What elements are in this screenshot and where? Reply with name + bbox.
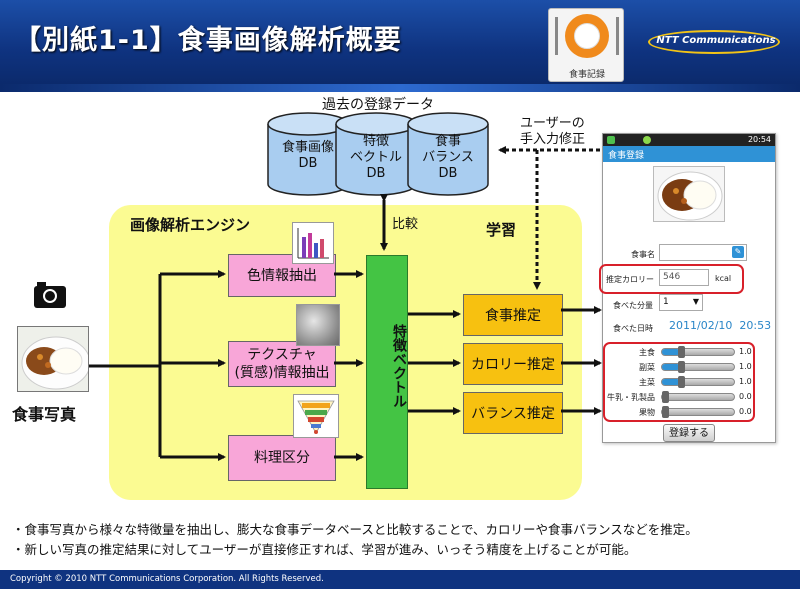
- portion-label: 食べた分量: [613, 301, 653, 310]
- meal-datetime[interactable]: 2011/02/10 20:53: [669, 319, 772, 332]
- slider-handle[interactable]: [662, 406, 669, 418]
- phone-status-bar: 20:54: [603, 134, 775, 146]
- balance-label: 副菜: [639, 363, 655, 372]
- chevron-down-icon: ▼: [692, 297, 699, 306]
- feature-vector-bar: 特徴ベクトル: [366, 255, 408, 489]
- user-manual-correction-label: ユーザーの 手入力修正: [520, 116, 586, 147]
- meal-photo-label: 食事写真: [12, 405, 77, 424]
- meal-image-db: 食事画像 DB: [266, 112, 350, 198]
- estimated-calorie-label: 推定カロリー: [606, 275, 654, 284]
- feature-vector-label: 特徴ベクトル: [391, 324, 407, 408]
- ntt-communications-logo: NTT Communications: [648, 30, 780, 54]
- edit-icon[interactable]: ✎: [732, 246, 744, 258]
- app-icon-label: 食事記録: [568, 70, 605, 80]
- slide-title: 【別紙1-1】食事画像解析概要: [14, 25, 402, 56]
- balance-value: 0.0: [739, 407, 752, 416]
- fork-icon: [555, 17, 558, 55]
- compare-label: 比較: [392, 217, 419, 232]
- calorie-unit: kcal: [715, 274, 732, 283]
- calorie-highlight: [599, 264, 744, 294]
- footer-bar: Copyright © 2010 NTT Communications Corp…: [0, 570, 800, 589]
- register-button[interactable]: 登録する: [663, 424, 715, 442]
- knife-icon: [616, 17, 619, 55]
- slider-fill: [662, 349, 680, 355]
- meal-name-label: 食事名: [631, 250, 655, 259]
- plate-icon: [565, 14, 609, 58]
- slider-handle[interactable]: [678, 346, 685, 358]
- portion-select[interactable]: 1 ▼: [659, 294, 703, 311]
- meal-name-input[interactable]: ✎: [659, 244, 747, 261]
- header-stripe: [0, 84, 800, 92]
- balance-slider[interactable]: [661, 406, 735, 418]
- calorie-input[interactable]: 546: [659, 269, 709, 286]
- food-pyramid-icon: [293, 394, 339, 438]
- phone-screen-title: 食事登録: [608, 151, 645, 161]
- meal-estimation-box: 食事推定: [463, 294, 563, 336]
- balance-label: 果物: [639, 408, 655, 417]
- balance-slider[interactable]: [661, 391, 735, 403]
- balance-slider[interactable]: [661, 346, 735, 358]
- balance-value: 1.0: [739, 347, 752, 356]
- logo-text: NTT Communications: [656, 35, 776, 46]
- dish-category-box: 料理区分: [228, 435, 336, 481]
- meal-balance-db: 食事 バランス DB: [406, 112, 490, 198]
- slider-handle[interactable]: [678, 361, 685, 373]
- balance-label: 牛乳・乳製品: [607, 393, 655, 402]
- feature-vector-db: 特徴 ベクトル DB: [334, 112, 418, 198]
- engine-title: 画像解析エンジン: [130, 216, 251, 234]
- balance-value: 0.0: [739, 392, 752, 401]
- camera-icon: [34, 282, 66, 308]
- notification-icon: [643, 136, 651, 144]
- balance-estimation-box: バランス推定: [463, 392, 563, 434]
- meal-photo: [17, 326, 89, 392]
- note-line-2: ・新しい写真の推定結果に対してユーザーが直接修正すれば、学習が進み、いっそう精度…: [12, 542, 637, 557]
- phone-clock: 20:54: [747, 135, 771, 144]
- meal-record-app-icon: 食事記録: [548, 8, 624, 82]
- balance-value: 1.0: [739, 362, 752, 371]
- copyright-text: Copyright © 2010 NTT Communications Corp…: [10, 574, 324, 584]
- phone-screenshot: 20:54 食事登録 食事名 ✎ 推定カロリー 546 kcal 食べた分量 1…: [599, 133, 776, 443]
- calorie-estimation-box: カロリー推定: [463, 343, 563, 385]
- balance-label: 主菜: [639, 378, 655, 387]
- balance-slider[interactable]: [661, 376, 735, 388]
- datetime-label: 食べた日時: [613, 324, 653, 333]
- texture-sample-icon: [296, 304, 340, 346]
- slider-handle[interactable]: [662, 391, 669, 403]
- balance-slider[interactable]: [661, 361, 735, 373]
- note-line-1: ・食事写真から様々な特徴量を抽出し、膨大な食事データベースと比較することで、カロ…: [12, 522, 698, 537]
- android-icon: [607, 136, 615, 144]
- slider-handle[interactable]: [678, 376, 685, 388]
- curry-photo[interactable]: [653, 166, 725, 222]
- slider-fill: [662, 379, 680, 385]
- color-histogram-icon: [292, 222, 334, 264]
- learning-label: 学習: [486, 221, 517, 239]
- phone-title-bar: 食事登録: [603, 146, 775, 162]
- db-group-title: 過去の登録データ: [322, 97, 434, 113]
- balance-value: 1.0: [739, 377, 752, 386]
- balance-label: 主食: [639, 348, 655, 357]
- balance-highlight: [603, 342, 755, 422]
- slider-fill: [662, 364, 680, 370]
